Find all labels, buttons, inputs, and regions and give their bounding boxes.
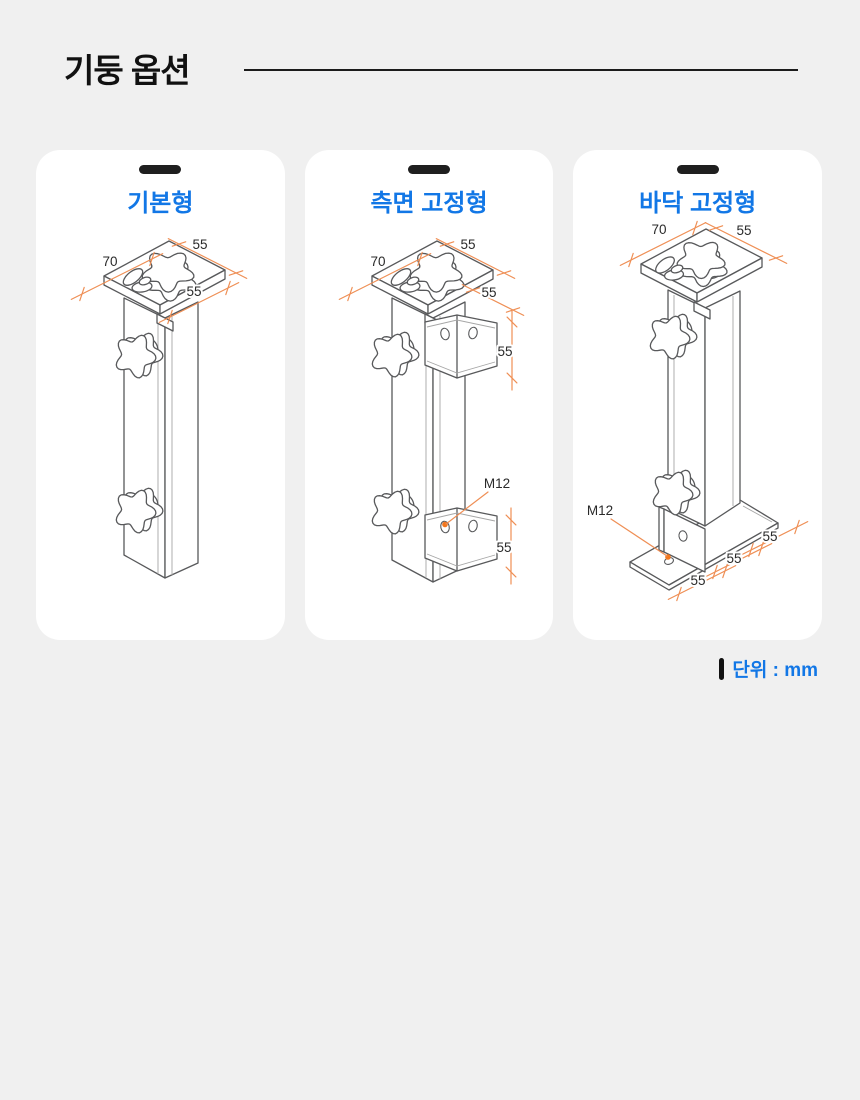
svg-text:55: 55: [192, 237, 207, 252]
dimension-tick: [506, 372, 518, 384]
card-floor-fixed-type: 바닥 고정형: [573, 150, 823, 640]
option-cards-row: 기본형: [0, 150, 860, 640]
dimension-55-lower: 55: [494, 507, 517, 585]
dimension-tick: [628, 252, 634, 268]
dimension-tick: [416, 251, 423, 267]
dimension-55-top: 55: [167, 235, 248, 280]
card-dash-icon: [676, 165, 719, 174]
top-clamp-knob: [676, 241, 728, 288]
dimension-55-base-a: 55: [739, 519, 809, 558]
svg-text:55: 55: [481, 285, 496, 300]
dimension-tick: [79, 286, 85, 302]
dimension-tick: [149, 251, 155, 267]
m12-callout: M12: [585, 501, 668, 557]
dimension-tick: [506, 316, 518, 328]
dimension-tick: [708, 225, 724, 231]
side-knob-upper: [115, 332, 164, 379]
card-basic-type: 기본형: [36, 150, 285, 640]
wing-bolt: [390, 268, 421, 293]
basic-pillar-drawing: 70 55 55: [70, 235, 248, 579]
unit-label: 단위 : mm: [732, 660, 818, 681]
plate-tab: [693, 301, 711, 320]
side-knob-upper: [649, 313, 698, 360]
side-fixed-pillar-drawing: 70 55 55 55 M12 55: [338, 235, 524, 585]
card-title: 기본형: [127, 190, 194, 217]
dimension-tick: [505, 566, 517, 578]
dimension-tick: [496, 270, 511, 276]
dimension-55-top: 55: [435, 235, 515, 280]
dimension-55-bracket-height: 55: [495, 309, 518, 391]
dimension-tick: [794, 519, 800, 535]
m12-callout: M12: [444, 474, 512, 525]
unit-bar-icon: [719, 657, 725, 680]
plate-tab: [156, 313, 174, 332]
svg-text:55: 55: [737, 223, 752, 238]
page-header: 기둥 옵션: [0, 0, 860, 92]
page-title: 기둥 옵션: [64, 52, 191, 89]
side-knob-lower: [371, 488, 420, 535]
top-clamp-knob: [409, 252, 464, 302]
card-title: 바닥 고정형: [639, 190, 757, 217]
dimension-tick: [676, 586, 682, 602]
floor-gusset-bracket: [658, 506, 706, 573]
svg-text:55: 55: [727, 551, 742, 566]
dimension-tick: [722, 563, 728, 579]
svg-text:55: 55: [691, 573, 706, 588]
side-knob-lower: [652, 469, 701, 516]
side-knob-upper: [371, 331, 420, 378]
svg-text:55: 55: [186, 284, 201, 299]
svg-text:55: 55: [460, 237, 475, 252]
svg-text:55: 55: [763, 529, 778, 544]
dimension-55-bracket-width: 55: [461, 283, 524, 317]
side-knob-lower: [115, 487, 164, 534]
dimension-tick: [768, 255, 784, 261]
unit-note: 단위 : mm: [0, 655, 860, 682]
svg-text:55: 55: [497, 344, 512, 359]
svg-text:70: 70: [652, 222, 667, 237]
card-side-fixed-type: 측면 고정형: [304, 150, 554, 640]
dimension-70: 70: [338, 251, 431, 302]
dimension-tick: [465, 287, 480, 293]
dimension-tick: [171, 241, 187, 247]
dimension-tick: [692, 220, 698, 236]
svg-text:70: 70: [370, 254, 385, 269]
lower-angle-bracket: [423, 507, 498, 572]
floor-fixed-pillar-drawing: 70 55 M12 55 55 55: [585, 220, 809, 602]
dimension-tick: [346, 286, 353, 302]
dimension-tick: [225, 280, 231, 296]
dimension-tick: [505, 514, 517, 526]
card-dash-icon: [408, 165, 450, 174]
dimension-tick: [167, 309, 173, 325]
top-clamp-knob: [141, 252, 197, 302]
header-divider-line: [243, 69, 798, 71]
dimension-55-top: 55: [704, 221, 788, 265]
wing-bolt: [655, 256, 685, 281]
dimension-55-base-c: 55: [667, 563, 737, 602]
card-title: 측면 고정형: [370, 190, 488, 217]
svg-text:M12: M12: [483, 476, 509, 491]
dimension-tick: [758, 541, 764, 557]
wing-bolt: [122, 268, 153, 293]
dimension-55-right: 55: [158, 280, 240, 325]
card-dash-icon: [139, 165, 182, 174]
dimension-55-base-b: 55: [703, 541, 773, 580]
svg-text:70: 70: [102, 254, 117, 269]
dimension-70: 70: [70, 251, 164, 302]
dimension-tick: [228, 270, 244, 276]
upper-angle-bracket: [423, 314, 498, 379]
dimension-70: 70: [619, 220, 707, 268]
svg-text:55: 55: [496, 540, 511, 555]
dimension-tick: [505, 307, 520, 313]
dimension-tick: [439, 241, 454, 247]
svg-text:M12: M12: [587, 503, 613, 518]
